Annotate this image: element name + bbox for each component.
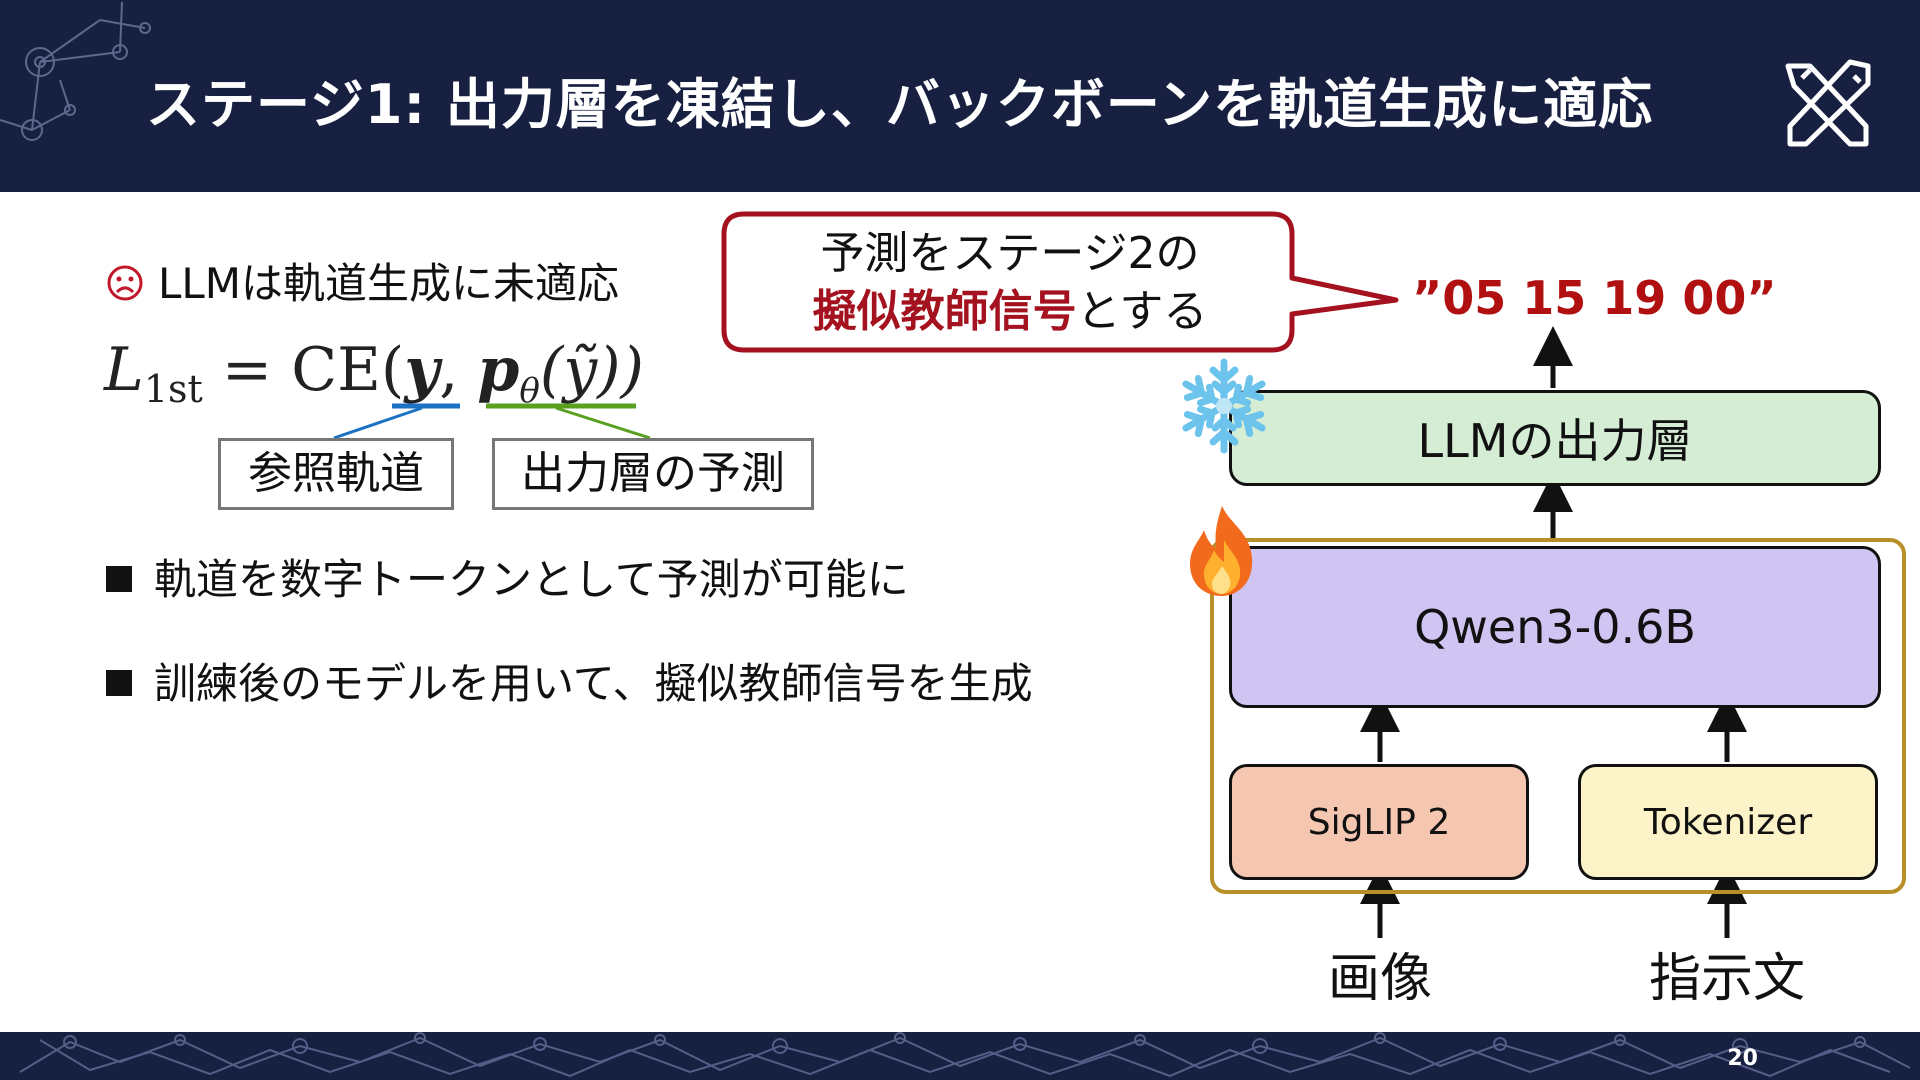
reference-trajectory-symbol: y xyxy=(404,335,440,405)
callout-line-1: 予測をステージ2の xyxy=(820,228,1200,279)
page-number: 20 xyxy=(1727,1046,1758,1071)
header-bar: ステージ1: 出力層を凍結し、バックボーンを軌道生成に適応 xyxy=(0,0,1920,192)
reference-trajectory-label: 参照軌道 xyxy=(218,438,454,510)
network-decoration xyxy=(0,1,151,141)
page-title: ステージ1: 出力層を凍結し、バックボーンを軌道生成に適応 xyxy=(146,73,1654,136)
image-input-label: 画像 xyxy=(1327,949,1432,1009)
prediction-symbol: p xyxy=(477,335,520,405)
output-layer-prediction-label: 出力層の予測 xyxy=(492,438,814,510)
sad-face-icon xyxy=(107,265,143,301)
loss-formula: L1st = CE(y, pθ(ỹ)) xyxy=(104,335,644,411)
snowflake-icon xyxy=(1172,358,1276,458)
list-item: 訓練後のモデルを用いて、擬似教師信号を生成 xyxy=(106,654,1033,714)
fire-icon xyxy=(1190,506,1253,596)
problem-bullet: LLMは軌道生成に未適応 xyxy=(106,258,619,310)
output-token-text: ”05 15 19 00” xyxy=(1412,271,1777,325)
square-bullet-icon xyxy=(106,670,132,696)
callout-line-2: 擬似教師信号とする xyxy=(812,286,1208,337)
tokenizer-block: Tokenizer xyxy=(1578,764,1878,880)
llm-output-layer-block: LLMの出力層 xyxy=(1229,390,1881,486)
qwen-backbone-block: Qwen3-0.6B xyxy=(1229,546,1881,708)
square-bullet-icon xyxy=(106,566,132,592)
instruction-input-label: 指示文 xyxy=(1648,949,1805,1009)
cross-tools-logo xyxy=(1785,59,1871,147)
list-item: 軌道を数字トークンとして予測が可能に xyxy=(106,550,909,610)
problem-bullet-text: LLMは軌道生成に未適応 xyxy=(158,259,620,308)
network-decoration-footer xyxy=(19,1032,1911,1078)
siglip-encoder-block: SigLIP 2 xyxy=(1229,764,1529,880)
footer-bar xyxy=(0,1032,1920,1080)
pseudo-label-emphasis: 擬似教師信号 xyxy=(812,286,1077,337)
trainable-frame xyxy=(1210,538,1906,894)
